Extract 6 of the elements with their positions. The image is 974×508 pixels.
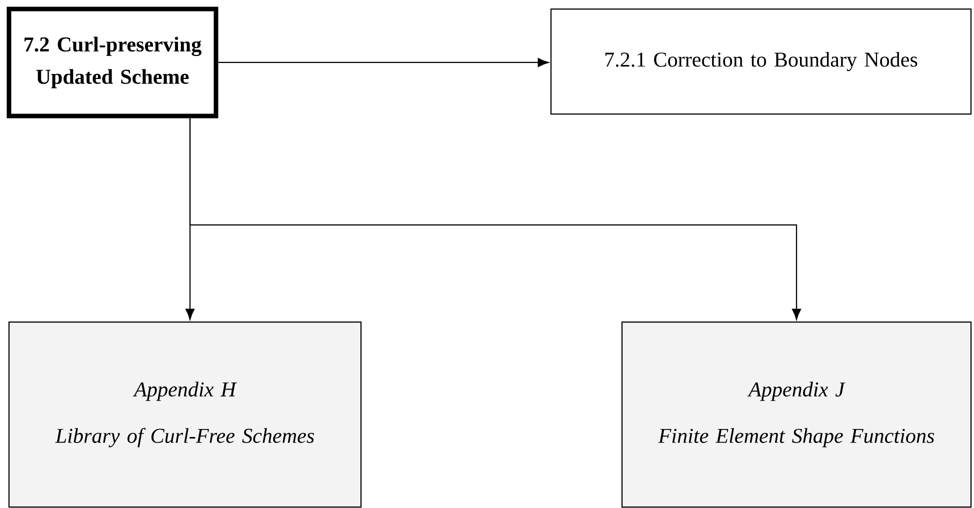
subsection-box: 7.2.1 Correction to Boundary Nodes (550, 8, 972, 115)
arrow (189, 118, 801, 320)
arrow (218, 58, 549, 67)
appendix-box: Appendix J Finite Element Shape Functions (621, 321, 972, 508)
appendix-box: Appendix H Library of Curl-Free Schemes (8, 321, 362, 508)
section-box: 7.2 Curl-preserving Updated Scheme (6, 6, 218, 118)
